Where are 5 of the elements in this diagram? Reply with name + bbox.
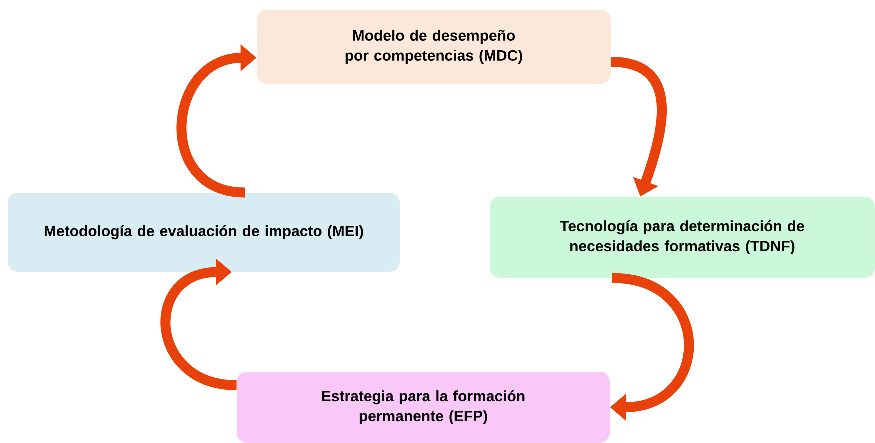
process-box: Tecnología para determinación de necesidades formativas (TDNF): [490, 197, 875, 278]
curved-arrow: [161, 258, 238, 390]
process-box: Estrategia para la formación permanente (EFP): [237, 372, 610, 443]
process-box: Metodología de evaluación de impacto (MEI): [8, 193, 400, 272]
process-box: Modelo de desempeño por competencias (MDC): [257, 10, 611, 84]
